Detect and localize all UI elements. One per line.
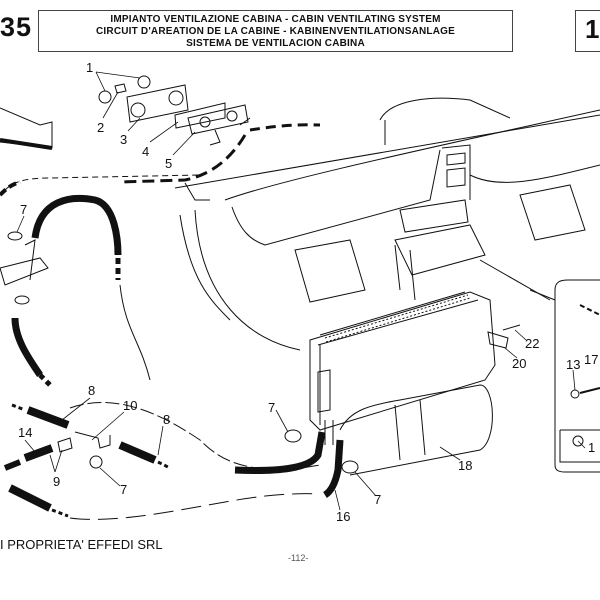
section-number: 35: [0, 12, 33, 42]
hose-loop-upper: [0, 174, 201, 387]
callout-14: 14: [18, 425, 32, 440]
callout-7: 7: [374, 492, 381, 507]
valve-left: [0, 231, 49, 305]
callout-5: 5: [165, 156, 172, 171]
callout-17: 17: [584, 352, 598, 367]
bracket-20: [487, 331, 509, 349]
callout-1: 1: [86, 60, 93, 75]
hose-16: [322, 439, 344, 499]
page-ref-box: [575, 10, 600, 52]
title-box: IMPIANTO VENTILAZIONE CABINA - CABIN VEN…: [38, 10, 513, 52]
callout-3: 3: [120, 132, 127, 147]
control-panel-parts: [98, 75, 251, 146]
callout-13: 13: [566, 357, 580, 372]
title-line-fr-de: CIRCUIT D'AREATION DE LA CABINE - KABINE…: [96, 26, 455, 37]
title-line-es: SISTEMA DE VENTILACION CABINA: [186, 38, 365, 49]
callout-labels: 1 2 3 4 5 7 8 10 8 14 9 7 7 7 16 18 20 2…: [18, 60, 598, 524]
leader-lines: [16, 71, 586, 511]
callout-8: 8: [163, 412, 170, 427]
callout-2: 2: [97, 120, 104, 135]
hose-16-upper: [234, 431, 326, 474]
detail-box-right: [529, 279, 600, 473]
callout-7: 7: [120, 482, 127, 497]
callout-18: 18: [458, 458, 472, 473]
callout-7: 7: [20, 202, 27, 217]
callout-8: 8: [88, 383, 95, 398]
callout-1: 1: [588, 440, 595, 455]
callout-7: 7: [268, 400, 275, 415]
duct-fragment: [0, 107, 53, 150]
callout-22: 22: [525, 336, 539, 351]
page-ref-number: 1: [585, 14, 600, 44]
callout-16: 16: [336, 509, 350, 524]
heater-unit: [309, 291, 496, 476]
callout-4: 4: [142, 144, 149, 159]
heater-grille: [324, 294, 471, 343]
title-line-it-en: IMPIANTO VENTILAZIONE CABINA - CABIN VEN…: [110, 14, 441, 25]
copyright-notice: I PROPRIETA' EFFEDI SRL: [0, 537, 163, 552]
callout-10: 10: [123, 398, 137, 413]
page-number: -112-: [288, 553, 309, 563]
callout-9: 9: [53, 474, 60, 489]
clamp-7: [284, 429, 302, 443]
dashboard: [174, 97, 600, 351]
cable: [119, 134, 247, 184]
callout-20: 20: [512, 356, 526, 371]
